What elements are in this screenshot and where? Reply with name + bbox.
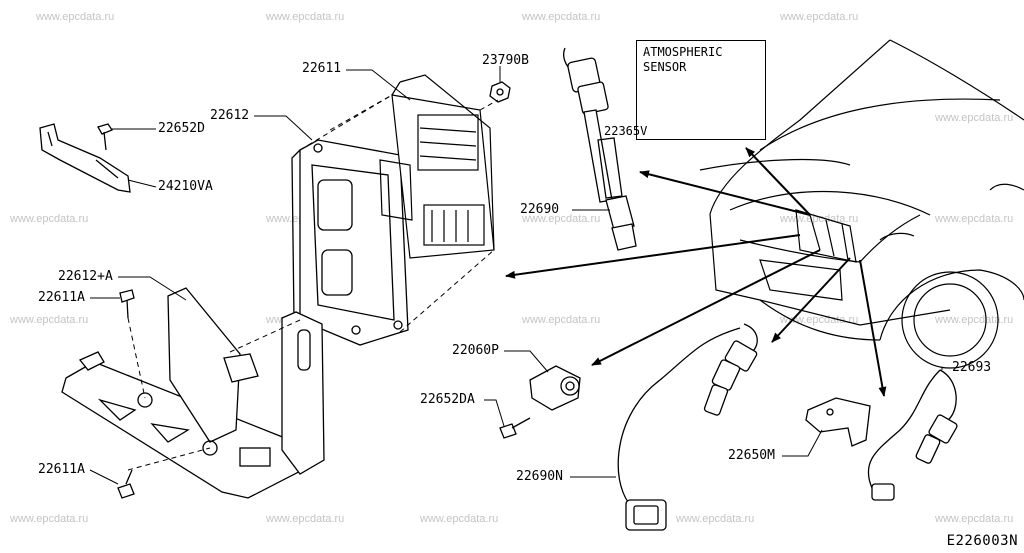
part-label-22652d[interactable]: 22652D — [158, 121, 205, 136]
pointer-arrows — [505, 147, 887, 397]
inset-title-line2: SENSOR — [643, 60, 687, 74]
engine-control-module — [379, 74, 495, 259]
bracket-22650m — [805, 397, 871, 447]
part-label-22693[interactable]: 22693 — [952, 360, 992, 375]
part-label-22652da[interactable]: 22652DA — [420, 392, 475, 407]
oxygen-sensor-22690n — [617, 323, 758, 531]
oxygen-sensor-22693 — [867, 369, 958, 501]
part-label-22650m[interactable]: 22650M — [728, 448, 775, 463]
assembly-guide-lines — [127, 94, 499, 471]
part-label-22611a-bottom[interactable]: 22611A — [38, 462, 85, 477]
part-label-22612[interactable]: 22612 — [210, 108, 250, 123]
part-label-22611a-top[interactable]: 22611A — [38, 290, 85, 305]
bolt-22611a-bottom — [117, 469, 135, 499]
part-label-22060p[interactable]: 22060P — [452, 343, 499, 358]
part-label-22690n[interactable]: 22690N — [516, 469, 563, 484]
figure-code: E226003N — [946, 533, 1018, 549]
part-label-22690[interactable]: 22690 — [520, 202, 560, 217]
nut-23790b — [489, 81, 511, 103]
base-bracket-22612a — [61, 287, 325, 499]
part-label-23790b[interactable]: 23790B — [482, 53, 529, 68]
vehicle-front-illustration — [699, 39, 1024, 369]
inset-title-line1: ATMOSPHERIC — [643, 45, 723, 59]
part-label-22612a[interactable]: 22612+A — [58, 269, 113, 284]
bolt-22652da — [499, 417, 531, 439]
part-label-22365v[interactable]: 22365V — [604, 124, 648, 138]
atmospheric-sensor-inset: ATMOSPHERIC SENSOR — [636, 40, 766, 140]
part-label-22611[interactable]: 22611 — [302, 61, 342, 76]
inset-title: ATMOSPHERIC SENSOR — [643, 45, 722, 75]
oxygen-sensor-22690 — [563, 47, 637, 251]
part-label-24210va[interactable]: 24210VA — [158, 179, 213, 194]
bolt-22611a-top — [119, 289, 135, 319]
knock-sensor-22060p — [529, 365, 581, 411]
bracket-24210va — [39, 123, 131, 193]
ecm-mounting-bracket — [291, 139, 409, 346]
bolt-22652d — [97, 123, 113, 151]
